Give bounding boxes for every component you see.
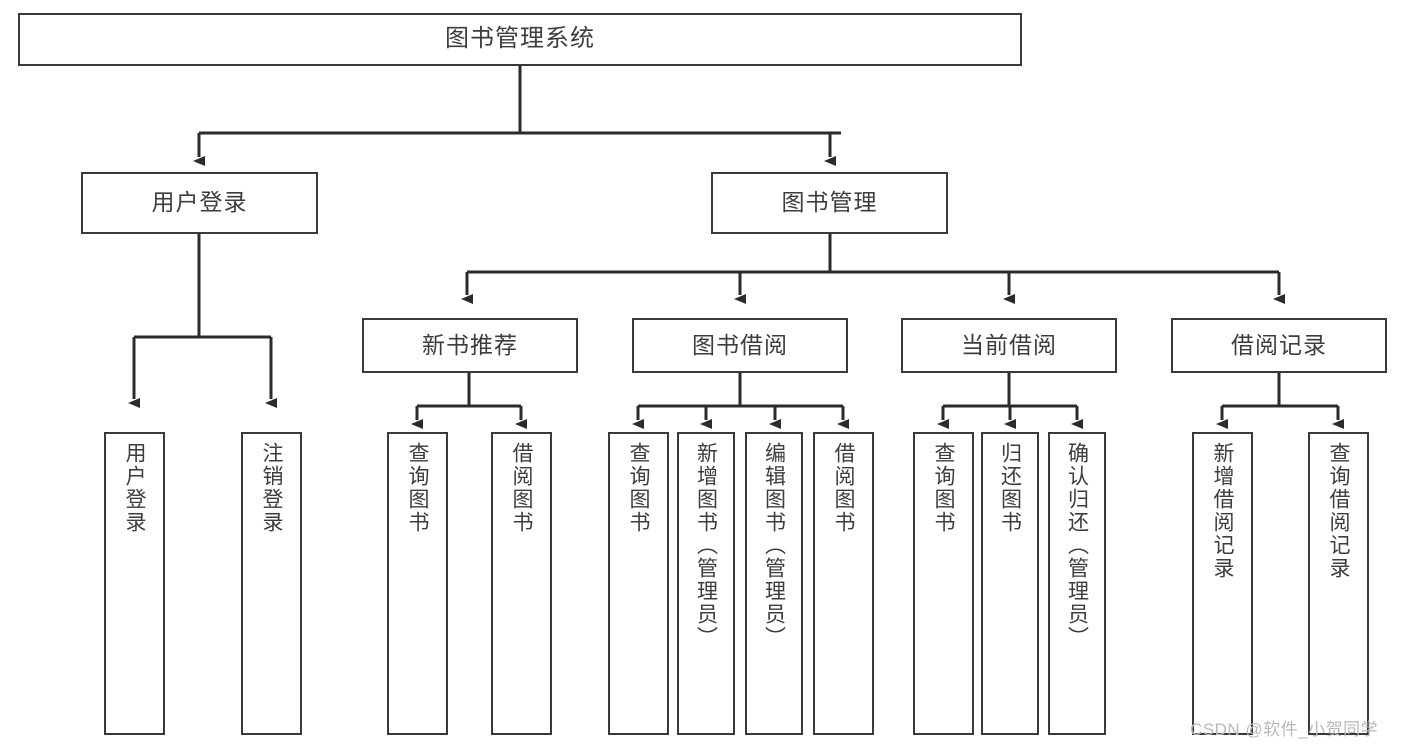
node-label: 当前借阅 <box>961 331 1057 358</box>
node-new-book-recommend[interactable]: 新书推荐 <box>362 318 578 373</box>
node-label: 确认归还（管理员） <box>1065 442 1089 649</box>
node-label: 借阅图书 <box>510 442 533 534</box>
node-current-borrow[interactable]: 当前借阅 <box>901 318 1117 373</box>
leaf-borrow-query-book[interactable]: 查询图书 <box>608 432 669 735</box>
leaf-borrow-borrow-book[interactable]: 借阅图书 <box>813 432 874 735</box>
node-borrow-record[interactable]: 借阅记录 <box>1171 318 1387 373</box>
leaf-current-confirm-return-admin[interactable]: 确认归还（管理员） <box>1048 432 1106 735</box>
node-label: 查询图书 <box>406 442 429 534</box>
node-book-management[interactable]: 图书管理 <box>711 172 948 234</box>
leaf-record-query-record[interactable]: 查询借阅记录 <box>1308 432 1369 735</box>
leaf-borrow-edit-book-admin[interactable]: 编辑图书（管理员） <box>745 432 803 735</box>
node-label: 用户登录 <box>123 442 146 534</box>
leaf-current-return-book[interactable]: 归还图书 <box>981 432 1039 735</box>
leaf-current-query-book[interactable]: 查询图书 <box>913 432 974 735</box>
node-label: 新书推荐 <box>422 331 518 358</box>
node-label: 查询图书 <box>932 442 955 534</box>
node-label: 归还图书 <box>998 442 1022 534</box>
node-label: 用户登录 <box>151 189 248 216</box>
leaf-user-login-login[interactable]: 用户登录 <box>104 432 165 735</box>
node-label: 注销登录 <box>260 442 283 534</box>
leaf-user-login-logout[interactable]: 注销登录 <box>241 432 302 735</box>
leaf-record-add-record[interactable]: 新增借阅记录 <box>1192 432 1253 735</box>
csdn-watermark: CSDN @软件_小贺同学 <box>1190 720 1379 739</box>
node-label: 查询借阅记录 <box>1327 442 1350 580</box>
node-book-borrow[interactable]: 图书借阅 <box>632 318 848 373</box>
node-user-login[interactable]: 用户登录 <box>81 172 318 234</box>
node-label: 借阅图书 <box>832 442 855 534</box>
node-label: 查询图书 <box>627 442 650 534</box>
node-label: 图书管理 <box>781 189 878 216</box>
node-label: 编辑图书（管理员） <box>762 442 786 649</box>
node-root-system[interactable]: 图书管理系统 <box>18 13 1022 66</box>
node-label: 借阅记录 <box>1231 331 1327 358</box>
leaf-recommend-borrow-book[interactable]: 借阅图书 <box>491 432 552 735</box>
node-label: 新增借阅记录 <box>1211 442 1234 580</box>
node-label: 图书管理系统 <box>445 25 595 53</box>
leaf-recommend-query-book[interactable]: 查询图书 <box>387 432 448 735</box>
node-label: 图书借阅 <box>692 331 788 358</box>
leaf-borrow-add-book-admin[interactable]: 新增图书（管理员） <box>677 432 735 735</box>
node-label: 新增图书（管理员） <box>694 442 718 649</box>
